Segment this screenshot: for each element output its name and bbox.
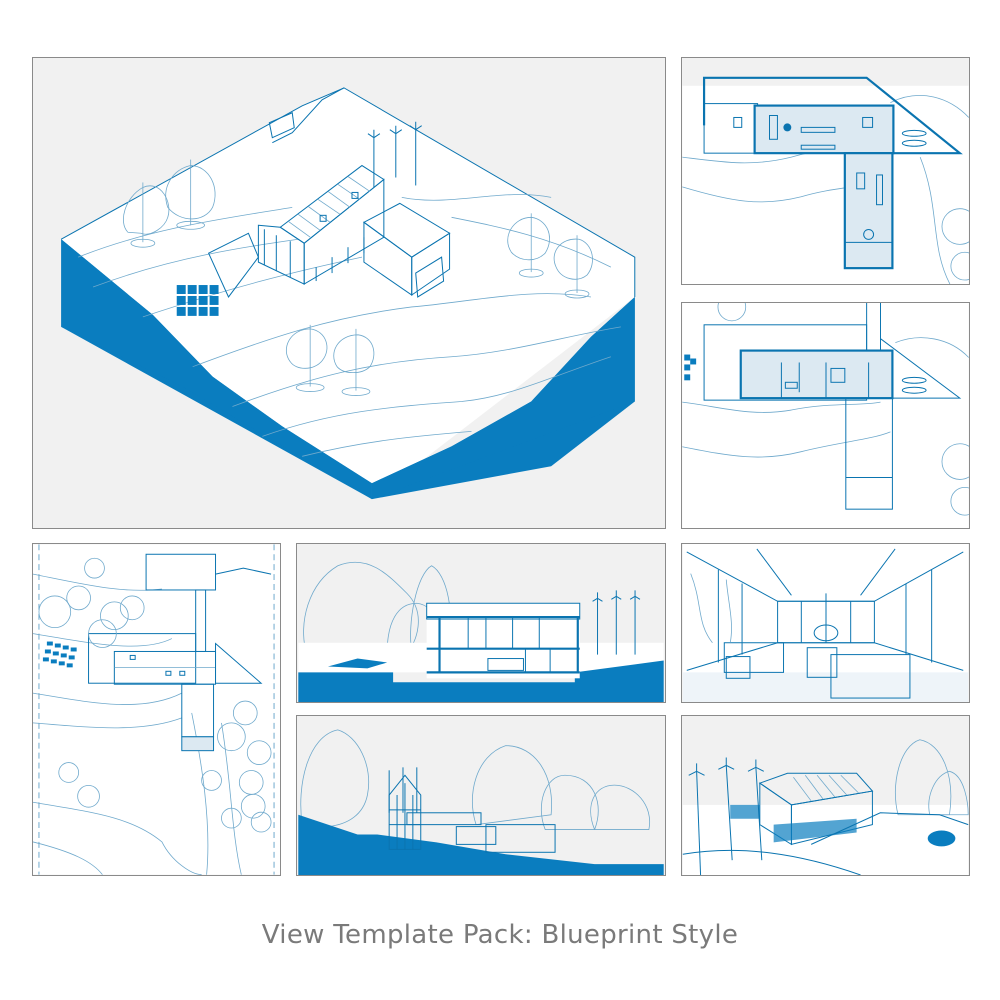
house-roof [280, 165, 384, 244]
solar-panels-section [327, 658, 388, 669]
tree-symbols [38, 557, 272, 833]
background-trees [300, 729, 651, 830]
terrain-section-right [371, 296, 635, 500]
site-plan-drawing [33, 544, 280, 875]
view-interior-perspective[interactable] [681, 543, 970, 703]
exterior-perspective-drawing [682, 739, 969, 875]
view-site-elevation[interactable] [296, 715, 666, 876]
trees [123, 159, 593, 396]
site-elevation-drawing [298, 729, 664, 875]
tree-symbol [717, 303, 969, 516]
ground-floor-plan-drawing [682, 58, 969, 284]
solar-array [42, 641, 77, 668]
wind-turbines [367, 121, 422, 188]
view-exterior-perspective[interactable] [681, 715, 970, 876]
solar-fragment [684, 354, 697, 381]
background-trees [895, 739, 969, 816]
axonometric-drawing [60, 87, 636, 500]
view-site-plan[interactable] [32, 543, 281, 876]
caption-title: View Template Pack: Blueprint Style [261, 920, 739, 950]
upper-floor-plan-drawing [682, 303, 969, 528]
tree-symbol [941, 208, 969, 281]
building-section-drawing [298, 561, 664, 702]
view-axonometric-site[interactable] [32, 57, 666, 529]
view-upper-floor-plan[interactable] [681, 302, 970, 529]
view-building-section[interactable] [296, 543, 666, 703]
wind-turbines [688, 757, 764, 875]
solar-panels [176, 285, 219, 316]
view-ground-floor-plan[interactable] [681, 57, 970, 285]
interior-perspective-drawing [682, 544, 969, 702]
wind-turbines [592, 590, 641, 655]
wind-turbines [388, 767, 418, 813]
